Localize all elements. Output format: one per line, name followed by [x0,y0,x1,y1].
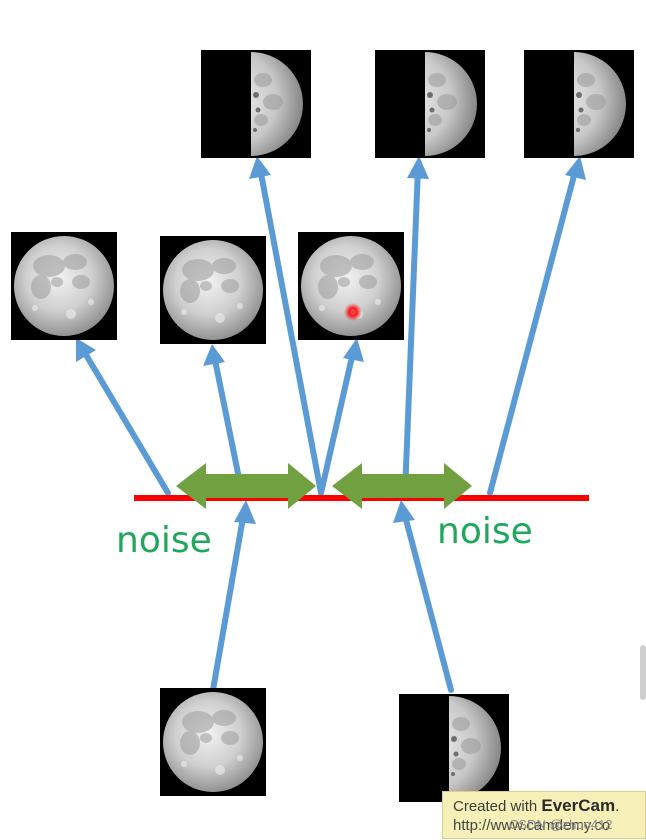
watermark-brand: EverCam [541,796,616,815]
arrow-to-top-3 [487,165,579,496]
arrow-to-middle-2 [211,352,245,496]
arrow-to-top-2 [402,165,421,496]
arrowhead-bottom-left [234,500,256,524]
moon-top-3 [522,50,634,158]
moon-middle-2 [160,236,266,344]
evercam-watermark: Created with EverCam. http://www.camdemy… [442,791,646,839]
arrowhead-top-3 [565,156,586,180]
arrowhead-middle-2 [203,344,225,366]
arrowhead-bottom-right [393,500,415,523]
moon-middle-3 [298,232,404,340]
red-dot-marker [344,303,362,321]
arrowhead-middle-3 [343,338,364,362]
arrow-bottom-right-up [401,509,454,693]
watermark-prefix: Created with [453,798,542,815]
moon-bottom-right [397,694,509,802]
watermark-url: http://www.camdemy.co [453,817,611,834]
noise-range-left [176,463,316,509]
watermark-line-1: Created with EverCam. [453,796,619,816]
csdn-overlay: CSDN @zhuo412 [509,817,613,832]
arrowhead-middle-1 [76,338,96,362]
arrowhead-top-1 [249,156,271,179]
moon-top-1 [199,50,311,158]
arrow-to-top-1 [257,165,324,496]
arrow-to-middle-1 [79,345,171,496]
arrow-bottom-left-up [210,509,247,693]
arrowhead-top-2 [407,156,429,179]
arrow-to-middle-3 [318,345,357,496]
watermark-suffix: . [615,798,620,815]
noise-label-left: noise [116,520,212,561]
arrows [79,165,579,693]
red-dot-ring [348,307,358,317]
noise-label-right: noise [437,511,533,552]
noise-range-right [332,463,472,509]
moon-bottom-left [160,688,266,796]
scroll-edge [640,645,646,700]
moon-middle-1 [11,232,117,340]
moon-top-2 [373,50,485,158]
arrowheads [76,156,586,524]
